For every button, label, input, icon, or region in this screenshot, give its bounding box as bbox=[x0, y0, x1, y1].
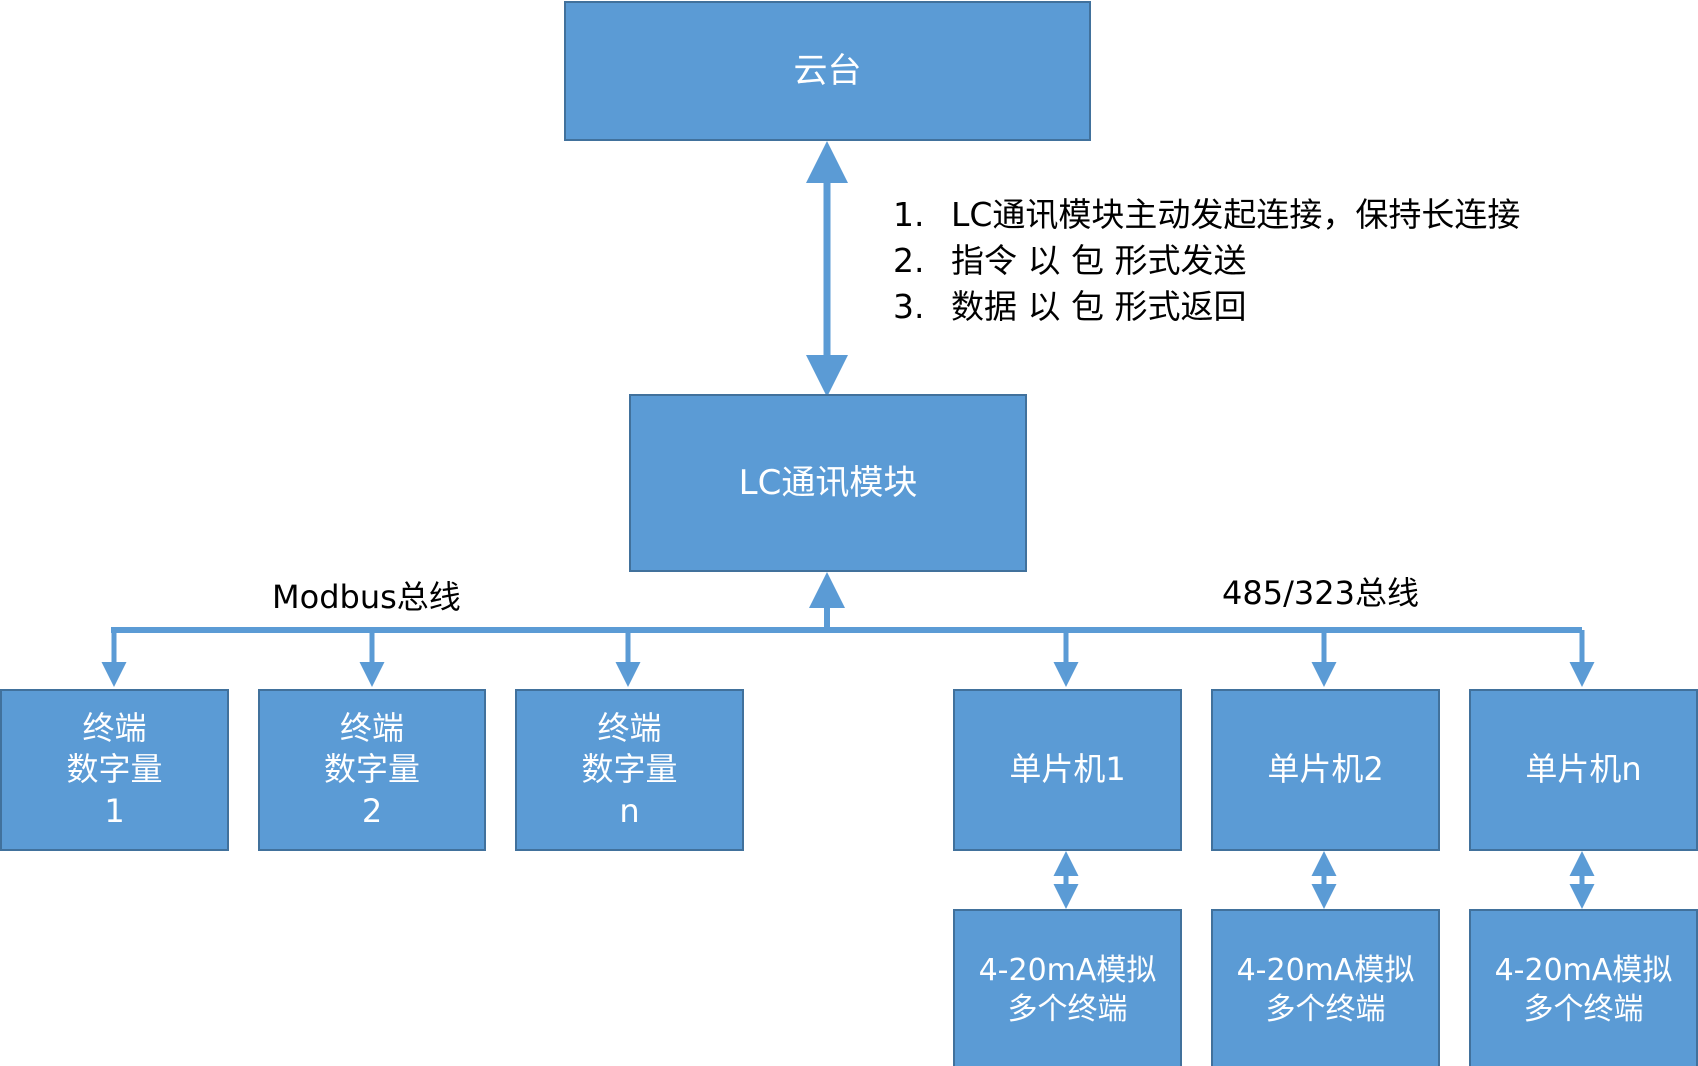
mcu-node-1: 单片机1 bbox=[953, 689, 1182, 851]
cloud-node-label: 云台 bbox=[793, 50, 862, 91]
mcu-node-label: 单片机n bbox=[1525, 750, 1642, 789]
terminal-label-line: 2 bbox=[361, 791, 383, 830]
mcu-node-label: 单片机1 bbox=[1009, 750, 1126, 789]
terminal-label-line: n bbox=[619, 791, 640, 830]
note-item: 2.指令 以 包 形式发送 bbox=[893, 241, 1247, 280]
note-item: 1.LC通讯模块主动发起连接，保持长连接 bbox=[893, 195, 1521, 234]
analog-label-line: 多个终端 bbox=[1007, 992, 1128, 1027]
modbus-bus-label: Modbus总线 bbox=[272, 578, 461, 616]
rs485-bus-label: 485/323总线 bbox=[1222, 574, 1419, 612]
terminal-label-line: 终端 bbox=[339, 708, 404, 747]
terminal-node-n: 终端 数字量 n bbox=[515, 689, 744, 851]
analog-node-2: 4-20mA模拟 多个终端 bbox=[1211, 909, 1440, 1066]
cloud-node: 云台 bbox=[564, 1, 1091, 141]
terminal-label-line: 1 bbox=[104, 791, 125, 830]
connection-notes: 1.LC通讯模块主动发起连接，保持长连接 2.指令 以 包 形式发送 3.数据 … bbox=[893, 192, 1520, 330]
terminal-label-line: 终端 bbox=[597, 708, 662, 747]
lc-module-node-label: LC通讯模块 bbox=[738, 462, 918, 503]
analog-label-line: 多个终端 bbox=[1523, 992, 1644, 1027]
analog-node-1: 4-20mA模拟 多个终端 bbox=[953, 909, 1182, 1066]
terminal-node-2: 终端 数字量 2 bbox=[258, 689, 486, 851]
mcu-node-n: 单片机n bbox=[1469, 689, 1698, 851]
mcu-node-label: 单片机2 bbox=[1267, 750, 1384, 789]
terminal-label-line: 数字量 bbox=[323, 750, 420, 789]
analog-label-line: 4-20mA模拟 bbox=[1494, 953, 1673, 988]
analog-label-line: 4-20mA模拟 bbox=[978, 953, 1157, 988]
terminal-node-1: 终端 数字量 1 bbox=[0, 689, 229, 851]
analog-label-line: 4-20mA模拟 bbox=[1236, 953, 1415, 988]
lc-module-node: LC通讯模块 bbox=[629, 394, 1027, 572]
note-item: 3.数据 以 包 形式返回 bbox=[893, 287, 1247, 326]
mcu-node-2: 单片机2 bbox=[1211, 689, 1440, 851]
analog-label-line: 多个终端 bbox=[1265, 992, 1386, 1027]
analog-node-n: 4-20mA模拟 多个终端 bbox=[1469, 909, 1698, 1066]
terminal-label-line: 终端 bbox=[82, 708, 147, 747]
terminal-label-line: 数字量 bbox=[66, 750, 163, 789]
terminal-label-line: 数字量 bbox=[581, 750, 678, 789]
